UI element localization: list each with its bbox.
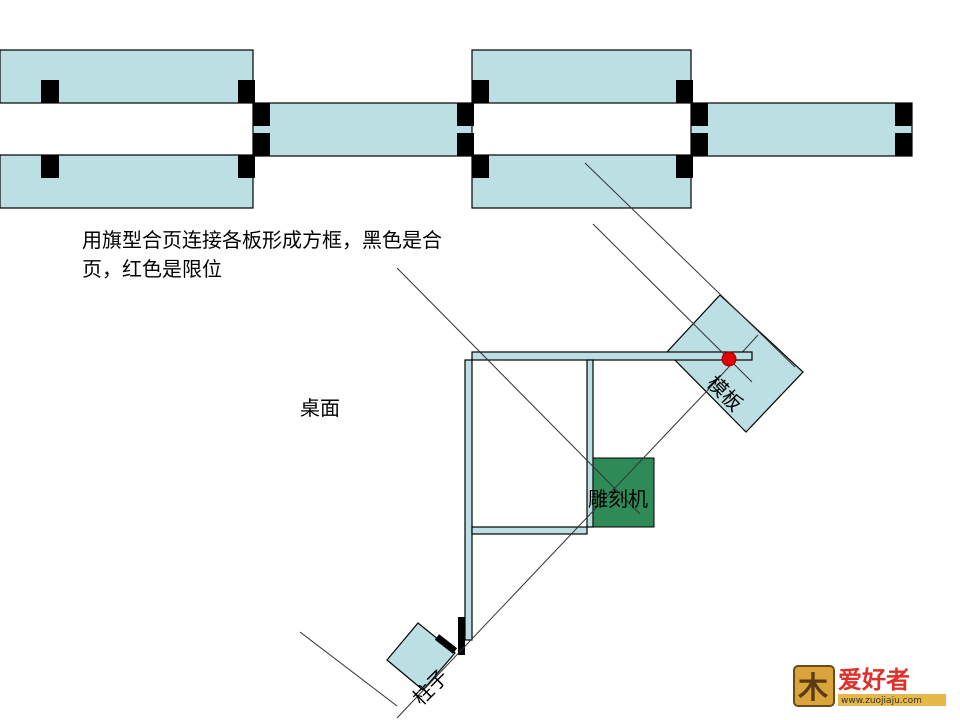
hinge [41,80,59,103]
hinge [41,155,59,178]
panel [471,49,692,104]
guide-line [396,267,641,515]
caption: 用旗型合页连接各板形成方框，黑色是合 页，红色是限位 [82,226,522,284]
frame [464,351,753,641]
hinge [676,80,693,103]
table-label: 桌面 [300,396,340,420]
engraver-block [592,457,655,528]
guide-line [299,631,398,707]
guide-line [396,392,706,719]
hinge [691,133,708,156]
hinge [457,103,474,126]
hinge [253,133,270,156]
inner-rail [586,359,594,528]
hinge [458,617,465,655]
svg-text:木: 木 [797,671,828,706]
hinge [472,80,489,103]
hinge [253,103,270,126]
panel [690,102,913,157]
caption-line: 页，红色是限位 [82,257,222,281]
hinge [472,155,489,178]
hinge [238,80,255,103]
hinge [238,155,255,178]
engraver-label: 雕刻机 [588,487,648,511]
limit-stop [721,351,737,367]
left-rail [464,359,473,641]
panel [471,154,692,209]
hinge [691,103,708,126]
hinged-panels-left [0,49,474,209]
panel [0,49,254,104]
hinge [895,133,912,156]
hinge [676,155,693,178]
hinge [434,634,458,654]
top-rail [471,351,753,361]
caption-line: 用旗型合页连接各板形成方框，黑色是合 [82,228,442,252]
svg-text:www.zuojiaju.com: www.zuojiaju.com [841,696,922,706]
guide-line [584,162,796,368]
hinge [895,103,912,126]
panel [0,154,254,209]
svg-text:爱好者: 爱好者 [838,666,910,694]
bottom-rail [471,526,588,535]
logo-graphic: 木 爱好者 www.zuojiaju.com [793,665,946,707]
logo: 木 爱好者 www.zuojiaju.com [792,656,952,710]
panel [252,102,473,157]
hinge [457,133,474,156]
hinged-panels-right [471,49,913,209]
